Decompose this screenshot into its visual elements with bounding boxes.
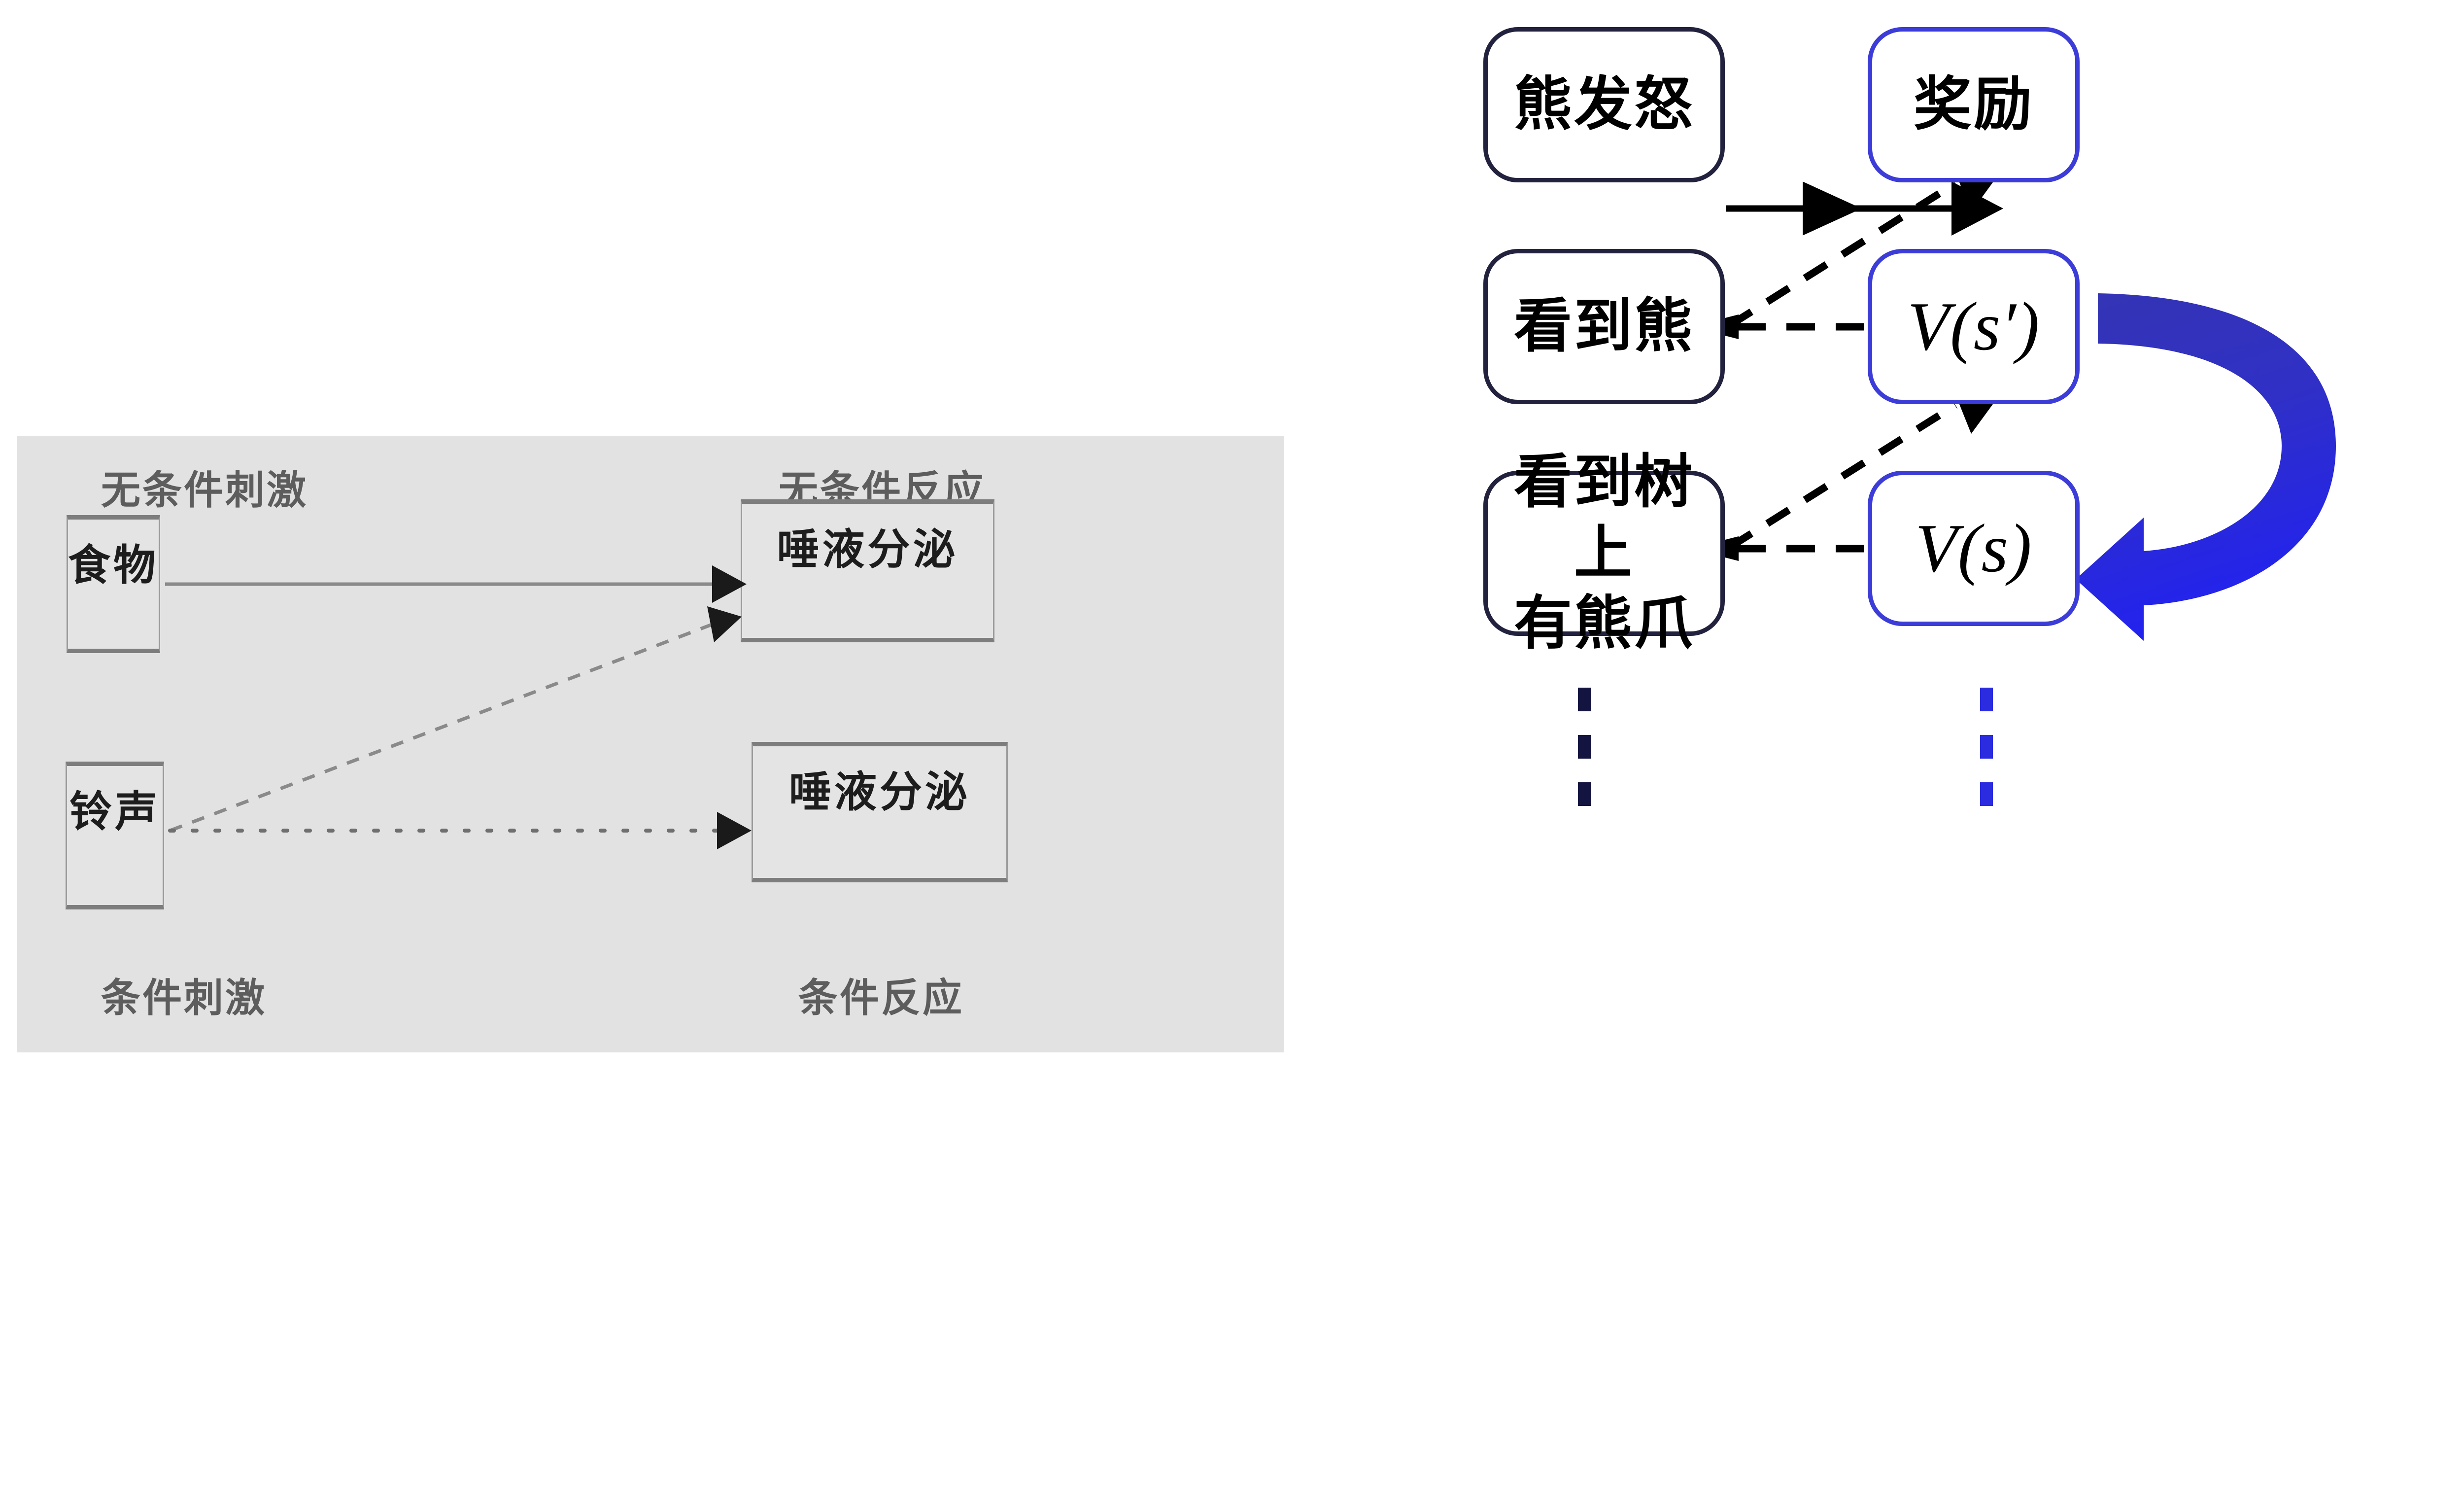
rl-box-v-s-prime-label: V(s′) (1907, 288, 2040, 365)
label-conditioned-stimulus: 条件刺激 (101, 976, 267, 1020)
cc-box-salivation-2: 唾液分泌 (752, 742, 1008, 882)
ellipsis-right-column (1980, 688, 1993, 830)
rl-box-see-bear-label: 看到熊 (1513, 293, 1694, 359)
rl-box-v-s-label: V(s) (1915, 510, 2032, 587)
rl-box-see-bear: 看到熊 (1483, 249, 1725, 404)
rl-box-paw-on-tree: 看到树上 有熊爪 (1483, 450, 1725, 656)
cc-box-bell-label: 铃声 (69, 788, 160, 836)
rl-box-bear-angry: 熊发怒 (1483, 27, 1725, 182)
rl-box-paw-on-tree-label: 看到树上 有熊爪 (1513, 449, 1694, 657)
ellipsis-dot (1980, 688, 1993, 711)
ellipsis-dot (1578, 688, 1591, 711)
cc-arrow-bell-to-salivation-upper (169, 606, 742, 833)
rl-box-reward-label: 奖励 (1913, 71, 2034, 137)
cc-box-salivation-2-label: 唾液分泌 (789, 768, 970, 816)
cc-box-food-label: 食物 (68, 542, 159, 589)
cc-connector-layer (165, 565, 752, 849)
ellipsis-left-column (1578, 688, 1591, 830)
ellipsis-dot (1980, 782, 1993, 806)
label-unconditioned-stimulus: 无条件刺激 (101, 468, 308, 512)
ellipsis-dot (1578, 735, 1591, 759)
label-conditioned-response: 条件反应 (798, 976, 964, 1020)
rl-connector-layer (1690, 163, 2336, 641)
ellipsis-dot (1578, 782, 1591, 806)
cc-arrow-bell-to-salivation-lower (168, 812, 752, 849)
cc-arrow-food-to-salivation (165, 565, 747, 603)
rl-box-reward: 奖励 (1868, 27, 2080, 182)
value-bootstrapping-panel: 熊发怒 看到熊 看到树上 有熊爪 奖励 V(s′) V(s) (1454, 0, 2464, 1499)
ellipsis-dot (1980, 735, 1993, 759)
rl-box-bear-angry-label: 熊发怒 (1513, 71, 1694, 137)
cc-box-bell: 铃声 (66, 762, 164, 909)
rl-box-v-s: V(s) (1868, 471, 2080, 626)
cc-box-salivation-1-label: 唾液分泌 (777, 526, 958, 573)
rl-box-v-s-prime: V(s′) (1868, 249, 2080, 404)
cc-box-food: 食物 (67, 515, 160, 653)
cc-box-salivation-1: 唾液分泌 (741, 499, 994, 642)
classical-conditioning-panel: 无条件刺激 无条件反应 条件刺激 条件反应 食物 铃声 唾液分泌 唾液分泌 (17, 436, 1284, 1052)
bootstrap-loop-arrow (2076, 293, 2336, 641)
